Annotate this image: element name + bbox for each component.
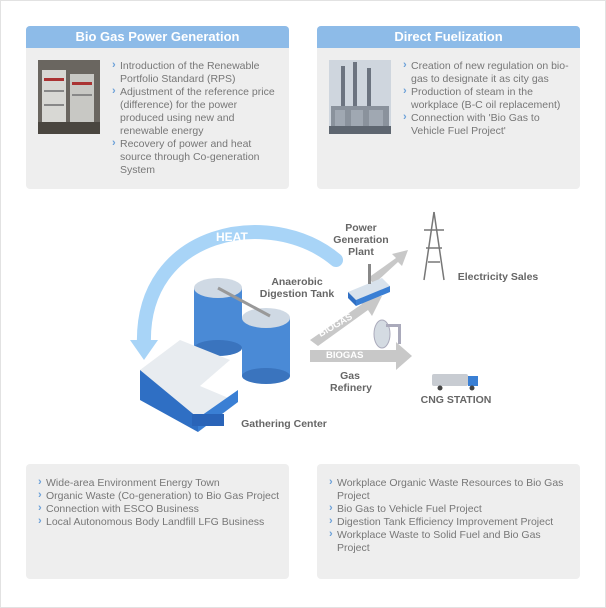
list-item: Recovery of power and heat source throug… [112, 137, 282, 177]
list-item: Connection with 'Bio Gas to Vehicle Fuel… [403, 111, 573, 138]
power-generation-plant-label: Power Generation Plant [333, 222, 389, 258]
list-item: Introduction of the Renewable Portfolio … [112, 59, 282, 86]
list-item: Connection with ESCO Business [38, 502, 280, 516]
power-plant [348, 264, 390, 306]
factory-chimneys-image [329, 60, 391, 134]
generator-equipment-image [38, 60, 100, 134]
list-item: Workplace Organic Waste Resources to Bio… [329, 476, 573, 503]
direct-fuelization-list: Creation of new regulation on bio-gas to… [403, 59, 573, 138]
list-item: Production of steam in the workplace (B-… [403, 85, 573, 112]
heat-arrow [136, 225, 343, 352]
list-item: Local Autonomous Body Landfill LFG Busin… [38, 515, 280, 529]
bottom-left-list: Wide-area Environment Energy Town Organi… [38, 476, 280, 529]
heat-label: HEAT [216, 230, 248, 244]
biogas-flow-diagram: HEAT Power Generation Plant Anaerobic Di… [100, 200, 580, 450]
list-item: Digestion Tank Efficiency Improvement Pr… [329, 515, 573, 529]
panel-bottom-right: Workplace Organic Waste Resources to Bio… [317, 464, 580, 579]
cng-truck [432, 374, 478, 391]
biogas-arrow-1 [310, 296, 382, 346]
panel-direct-fuelization: Direct Fuelization Creation of new regul… [317, 26, 580, 189]
digestion-tanks [194, 278, 290, 384]
panel-title-bio-gas-power: Bio Gas Power Generation [26, 26, 289, 48]
digestion-tank-label: Anaerobic Digestion Tank [259, 276, 335, 300]
list-item: Bio Gas to Vehicle Fuel Project [329, 502, 573, 516]
electricity-sales-label: Electricity Sales [457, 271, 539, 283]
gas-refinery [373, 319, 401, 349]
list-item: Organic Waste (Co-generation) to Bio Gas… [38, 489, 280, 503]
list-item: Adjustment of the reference price (diffe… [112, 85, 282, 138]
gathering-center-building [140, 340, 238, 432]
diagram-graphics [130, 211, 478, 432]
biogas-arrow-2 [310, 342, 412, 370]
panel-bio-gas-power: Bio Gas Power Generation Introduction of… [26, 26, 289, 189]
bottom-right-list: Workplace Organic Waste Resources to Bio… [329, 476, 573, 555]
panel-bottom-left: Wide-area Environment Energy Town Organi… [26, 464, 289, 579]
panel-title-direct-fuelization: Direct Fuelization [317, 26, 580, 48]
power-arrow [368, 250, 408, 284]
biogas-label-2: BIOGAS [326, 350, 364, 361]
electricity-tower [423, 211, 445, 281]
list-item: Wide-area Environment Energy Town [38, 476, 280, 490]
list-item: Workplace Waste to Solid Fuel and Bio Ga… [329, 528, 573, 555]
bio-gas-power-list: Introduction of the Renewable Portfolio … [112, 59, 282, 177]
heat-arrow-head [130, 340, 158, 360]
cng-station-label: CNG STATION [420, 394, 492, 406]
gathering-center-label: Gathering Center [241, 418, 327, 430]
list-item: Creation of new regulation on bio-gas to… [403, 59, 573, 86]
gas-refinery-label: Gas Refinery [330, 370, 373, 394]
